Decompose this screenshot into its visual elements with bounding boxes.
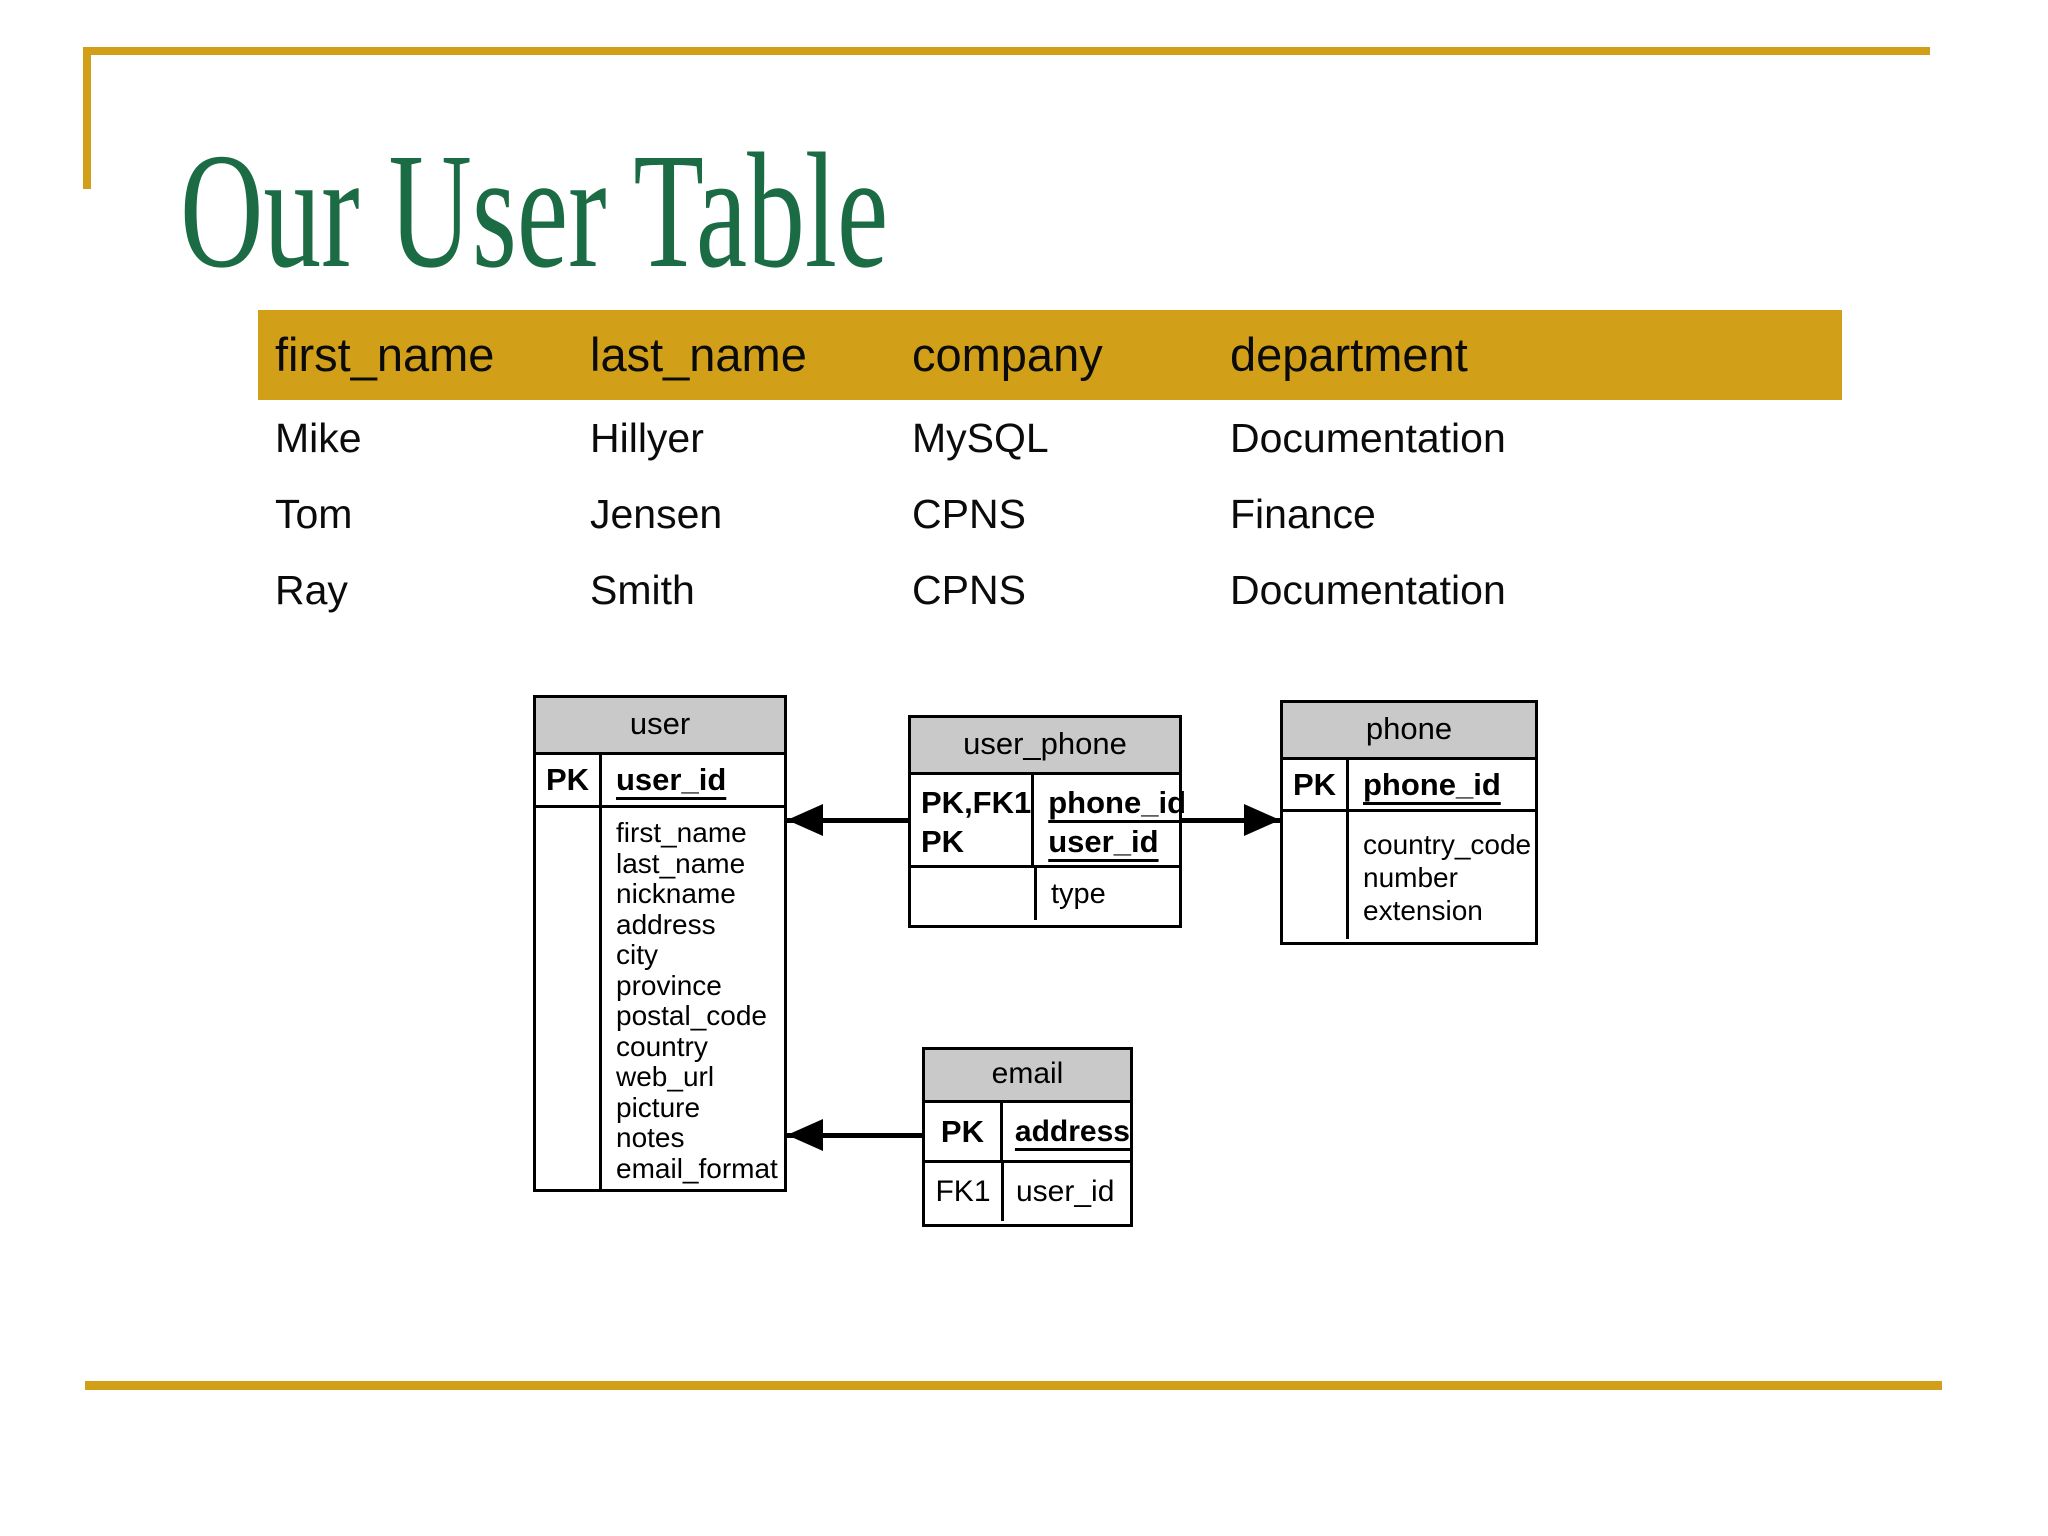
er-user-pk-attribute: user_id — [616, 762, 727, 797]
top-border-line — [85, 47, 1930, 55]
cell-first-name: Mike — [275, 415, 362, 461]
cell-department: Documentation — [1230, 567, 1506, 613]
er-phone-pk-attribute: phone_id — [1363, 767, 1501, 802]
er-email-fk-label: FK1 — [925, 1163, 1004, 1221]
er-user-phone-key-spacer — [911, 868, 1037, 920]
connector-user-phone-to-phone — [1182, 818, 1280, 823]
er-key-attribute: phone_id — [1048, 785, 1187, 820]
er-email-pk-label: PK — [925, 1103, 1003, 1160]
er-attribute: province — [616, 969, 722, 1001]
er-attribute: nickname — [616, 878, 736, 909]
cell-last-name: Jensen — [590, 491, 723, 537]
bottom-border-line — [85, 1381, 1942, 1390]
er-table-phone: phone PK phone_id country_code number ex… — [1280, 700, 1538, 945]
er-table-user-phone-title: user_phone — [911, 718, 1179, 775]
er-attribute: notes — [616, 1122, 685, 1153]
er-key-attribute: user_id — [1048, 824, 1159, 859]
cell-first-name: Ray — [275, 567, 348, 613]
cell-company: MySQL — [912, 415, 1049, 461]
er-attribute: type — [1051, 878, 1106, 910]
cell-department: Documentation — [1230, 415, 1506, 461]
cell-department: Finance — [1230, 491, 1376, 537]
er-table-email-title: email — [925, 1050, 1130, 1103]
er-table-user-title: user — [536, 698, 784, 755]
table-row: Ray Smith CPNS Documentation — [258, 552, 1842, 628]
er-attribute: country_code — [1363, 829, 1532, 860]
er-user-attribute-list: first_name last_name nickname address ci… — [602, 808, 778, 1189]
er-table-user: user PK user_id first_name last_name nic… — [533, 695, 787, 1192]
cell-first-name: Tom — [275, 491, 353, 537]
data-table-header: first_name last_name company department — [258, 310, 1842, 400]
table-row: Tom Jensen CPNS Finance — [258, 476, 1842, 552]
left-border-line — [83, 47, 91, 189]
er-phone-pk-label: PK — [1283, 760, 1349, 809]
cell-last-name: Hillyer — [590, 415, 704, 461]
arrowhead-left-icon — [787, 1119, 823, 1151]
column-header-department: department — [1230, 328, 1468, 381]
arrowhead-left-icon — [787, 804, 823, 836]
er-attribute: email_format — [616, 1152, 778, 1184]
er-user-phone-key-labels: PK,FK1 PK — [911, 775, 1035, 865]
cell-last-name: Smith — [590, 567, 695, 613]
arrowhead-right-icon — [1244, 804, 1280, 836]
er-attribute: last_name — [616, 847, 746, 879]
er-attribute: address — [616, 908, 716, 940]
er-table-phone-title: phone — [1283, 703, 1535, 760]
table-row: Mike Hillyer MySQL Documentation — [258, 400, 1842, 476]
er-attribute: postal_code — [616, 1000, 768, 1031]
er-key-label: PK — [921, 824, 965, 859]
er-attribute: extension — [1363, 895, 1483, 926]
er-attribute: country — [616, 1030, 708, 1062]
er-table-user-phone: user_phone PK,FK1 PK phone_id user_id ty… — [908, 715, 1186, 928]
column-header-last-name: last_name — [590, 328, 807, 381]
er-attribute: city — [616, 939, 658, 970]
er-attribute: number — [1363, 862, 1458, 893]
column-header-company: company — [912, 328, 1103, 381]
er-attribute: web_url — [616, 1061, 715, 1092]
er-phone-attribute-list: country_code number extension — [1349, 812, 1531, 939]
connector-email-to-user — [787, 1133, 922, 1138]
er-user-key-spacer — [536, 808, 602, 1189]
cell-company: CPNS — [912, 567, 1026, 613]
er-key-label: PK,FK1 — [921, 785, 1032, 820]
er-user-phone-key-attributes: phone_id user_id — [1034, 775, 1186, 865]
connector-user-phone-to-user — [787, 818, 908, 823]
er-phone-key-spacer — [1283, 812, 1349, 939]
er-attribute: picture — [616, 1091, 701, 1123]
page-title: Our User Table — [180, 119, 889, 302]
column-header-first-name: first_name — [275, 328, 495, 381]
er-email-pk-attribute: address — [1014, 1115, 1130, 1148]
er-user-pk-label: PK — [536, 755, 602, 805]
er-attribute: first_name — [616, 817, 747, 848]
er-email-fk-attribute: user_id — [1016, 1175, 1115, 1208]
cell-company: CPNS — [912, 491, 1026, 537]
er-table-email: email PK address FK1 user_id — [922, 1047, 1133, 1227]
